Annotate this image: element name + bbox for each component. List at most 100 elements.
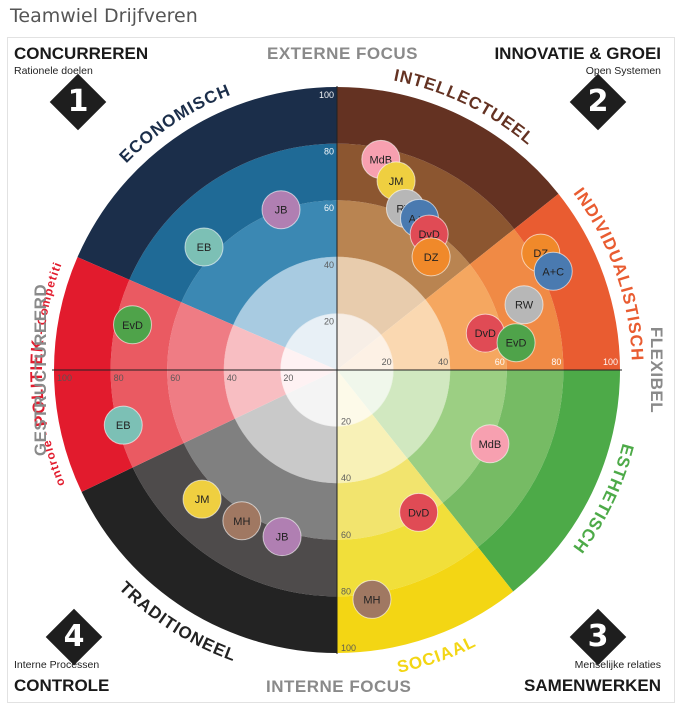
person-initials: DvD (408, 507, 429, 519)
person-marker-dvd[interactable] (399, 492, 439, 532)
person-initials: DvD (475, 328, 496, 340)
corner-1-subtitle: Rationele doelen (14, 65, 93, 77)
tick-top-100: 100 (319, 90, 334, 100)
tick-top-60: 60 (324, 203, 334, 213)
segment-sociaal-ring-5 (337, 547, 514, 653)
person-initials: MH (233, 516, 250, 528)
segment-individualistisch-ring-2 (381, 299, 451, 370)
tick-right-40: 40 (438, 357, 448, 367)
person-marker-eb[interactable] (184, 227, 224, 267)
corner-2-number: 2 (587, 84, 609, 119)
tick-top-80: 80 (324, 147, 334, 157)
person-marker-mh[interactable] (352, 579, 392, 619)
axis-right-label: FLEXIBEL (647, 326, 667, 414)
segment-sociaal-ring-2 (337, 414, 408, 484)
person-initials: EvD (122, 320, 143, 332)
segment-label-main: POLITIEK (27, 338, 51, 428)
tick-left-100: 100 (57, 373, 72, 383)
segment-individualistisch-ring-1 (337, 334, 394, 370)
person-initials: EB (197, 242, 212, 254)
segment-esthetisch-ring-1 (337, 370, 394, 415)
tick-right-100: 100 (603, 357, 618, 367)
person-marker-evd[interactable] (113, 305, 153, 345)
tick-bottom-40: 40 (341, 473, 351, 483)
person-marker-ac[interactable] (533, 251, 573, 291)
person-initials: DZ (424, 252, 439, 264)
person-marker-eb[interactable] (103, 405, 143, 445)
segment-economisch-ring-5 (77, 87, 338, 280)
person-initials: MH (363, 594, 380, 606)
person-marker-rw[interactable] (504, 285, 544, 325)
tick-bottom-80: 80 (341, 586, 351, 596)
person-marker-mh[interactable] (222, 501, 262, 541)
tick-left-80: 80 (114, 373, 124, 383)
tick-right-60: 60 (495, 357, 505, 367)
corner-4-title: CONTROLE (14, 676, 110, 695)
axis-top-label: EXTERNE FOCUS (267, 44, 419, 63)
diagram-frame (7, 37, 675, 703)
corner-3-number: 3 (587, 619, 609, 654)
person-marker-evd[interactable] (496, 323, 536, 363)
tick-right-80: 80 (551, 357, 561, 367)
wheel-segments (53, 87, 620, 653)
axis-bottom-label: INTERNE FOCUS (266, 677, 412, 696)
segment-traditioneel-ring-5 (81, 467, 338, 653)
segment-economisch-ring-1 (285, 313, 337, 370)
person-marker-jb[interactable] (262, 517, 302, 557)
segment-sociaal-ring-4 (337, 502, 478, 597)
segment-politiek-ring-1 (280, 347, 337, 395)
corner-1-title: CONCURREREN (14, 44, 149, 63)
person-marker-jb[interactable] (261, 190, 301, 230)
person-marker-jm[interactable] (182, 479, 222, 519)
axis-left-label: GESTRUCTUREERD (31, 283, 51, 457)
segment-politiek-ring-3 (167, 302, 235, 444)
tick-left-60: 60 (170, 373, 180, 383)
segment-traditioneel-ring-1 (285, 370, 337, 427)
segment-esthetisch-ring-5 (477, 370, 620, 592)
corner-1-number: 1 (67, 84, 89, 119)
segment-traditioneel-ring-2 (234, 394, 337, 484)
segment-economisch-ring-4 (129, 143, 337, 303)
person-initials: RW (515, 300, 534, 312)
person-initials: JM (389, 176, 404, 188)
tick-bottom-20: 20 (341, 417, 351, 427)
person-marker-dz[interactable] (411, 237, 451, 277)
corner-2-subtitle: Open Systemen (585, 65, 661, 77)
tick-left-40: 40 (227, 373, 237, 383)
corner-3-title: SAMENWERKEN (524, 676, 661, 695)
person-initials: MdB (369, 154, 392, 166)
segment-economisch-ring-2 (233, 256, 337, 348)
tick-right-20: 20 (382, 357, 392, 367)
corner-3-subtitle: Menselijke relaties (574, 659, 661, 671)
segment-sociaal-ring-1 (337, 370, 373, 427)
segment-esthetisch-ring-3 (407, 370, 507, 503)
segment-politiek-ring-2 (223, 324, 286, 419)
person-initials: EB (116, 420, 131, 432)
person-initials: MdB (479, 439, 502, 451)
tick-left-20: 20 (283, 373, 293, 383)
person-initials: A+C (542, 266, 564, 278)
person-initials: JB (275, 205, 288, 217)
corner-2-title: INNOVATIE & GROEI (494, 44, 661, 63)
corner-4-number: 4 (63, 619, 85, 654)
scale-ticks: 20 20 20 20 40 40 40 40 60 60 60 60 80 80 80 80 100 100 10… (57, 90, 618, 653)
tick-top-20: 20 (324, 316, 334, 326)
people-markers: EBJBMdBJMRWA+CDvDDZDZA+CRWDvDEvDMdBDvDMH… (103, 139, 573, 619)
segment-intellectueel-ring-2 (337, 256, 426, 335)
corner-4-subtitle: Interne Processen (14, 659, 100, 671)
tick-top-40: 40 (324, 260, 334, 270)
person-initials: JM (195, 494, 210, 506)
tick-bottom-60: 60 (341, 530, 351, 540)
tick-bottom-100: 100 (341, 643, 356, 653)
person-initials: EvD (506, 338, 527, 350)
page-title: Teamwiel Drijfveren (10, 5, 198, 27)
person-marker-mdb[interactable] (470, 424, 510, 464)
segment-esthetisch-ring-4 (442, 370, 564, 548)
person-initials: JB (276, 532, 289, 544)
segment-intellectueel-ring-1 (337, 313, 382, 370)
segment-economisch-ring-3 (181, 200, 337, 325)
segment-esthetisch-ring-2 (372, 370, 451, 459)
segment-traditioneel-ring-3 (183, 418, 337, 540)
segment-intellectueel-ring-5 (337, 87, 559, 230)
